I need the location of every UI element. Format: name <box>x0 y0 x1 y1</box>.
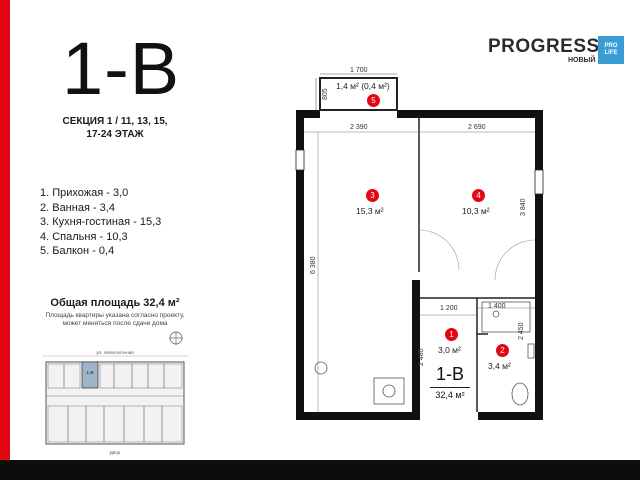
interior-walls <box>418 118 535 412</box>
room-badge-kitchen: 3 <box>366 189 379 202</box>
section-info: СЕКЦИЯ 1 / 11, 13, 15, 17-24 ЭТАЖ <box>40 115 190 141</box>
area-note-line: Площадь квартиры указана согласно проект… <box>45 312 185 319</box>
room-badge-bath: 2 <box>496 344 509 357</box>
room-list-item: 5. Балкон - 0,4 <box>40 245 115 257</box>
brand-name: PROGRESS <box>488 36 600 57</box>
area-note: Площадь квартиры указана согласно проект… <box>30 312 200 328</box>
dim-bedroom-depth: 3 840 <box>520 198 527 216</box>
room-list-item: 3. Кухня-гостиная - 15,3 <box>40 216 162 228</box>
windows <box>295 149 544 195</box>
dim-bath-depth: 2 450 <box>518 322 525 340</box>
plan-unit-code: 1-В <box>435 364 464 384</box>
dim-bath-width: 1 400 <box>488 303 506 310</box>
total-area: Общая площадь 32,4 м² <box>50 297 180 309</box>
dim-hall-depth: 2 480 <box>418 348 425 366</box>
room-area-hall: 3,0 м² <box>438 345 461 355</box>
room-list: 1. Прихожая - 3,0 2. Ванная - 3,4 3. Кух… <box>40 186 161 259</box>
room-badge-balcony: 5 <box>367 94 380 107</box>
compass-icon <box>169 331 183 345</box>
room-area-balcony: 1,4 м² (0,4 м²) <box>336 81 390 91</box>
dim-balcony-depth: 805 <box>322 88 329 100</box>
brand-badge-top: PRO <box>604 43 618 50</box>
room-area-bedroom: 10,3 м² <box>462 206 490 216</box>
column-icon <box>314 361 328 375</box>
dim-total-depth: 6 380 <box>310 256 317 274</box>
dim-bedroom-width: 2 690 <box>468 124 486 131</box>
plan-divider <box>430 387 470 388</box>
room-list-item: 1. Прихожая - 3,0 <box>40 187 129 199</box>
bath-fixtures <box>481 301 535 406</box>
key-unit-highlight <box>81 361 99 389</box>
brand-subtitle: НОВЫЙ <box>568 57 596 64</box>
kitchen-stove <box>373 377 405 405</box>
dim-balcony-width: 1 700 <box>350 67 368 74</box>
exterior-walls <box>296 110 543 420</box>
room-badge-hall: 1 <box>445 328 458 341</box>
footer-bar <box>0 460 640 480</box>
room-badge-bedroom: 4 <box>472 189 485 202</box>
accent-bar <box>0 0 10 460</box>
section-line-2: 17-24 ЭТАЖ <box>86 129 144 140</box>
plan-unit-area: 32,4 м² <box>435 390 465 400</box>
key-yard-label: Двор <box>110 450 121 455</box>
key-floor-plan: ул. Новоселочная 1-В Двор <box>42 331 188 455</box>
key-unit-marker: 1-В <box>86 370 93 375</box>
dim-hall-width: 1 200 <box>440 305 458 312</box>
area-note-line: может меняться после сдачи дома <box>62 320 168 327</box>
unit-title: 1-В <box>62 27 181 110</box>
section-line-1: СЕКЦИЯ 1 / 11, 13, 15, <box>62 116 168 127</box>
room-list-item: 4. Спальня - 10,3 <box>40 230 128 243</box>
dimension-lines <box>304 131 535 412</box>
room-list-item: 2. Ванная - 3,4 <box>40 201 115 214</box>
room-area-bath: 3,4 м² <box>488 361 511 371</box>
dim-kitchen-width: 2 390 <box>350 124 368 131</box>
room-area-kitchen: 15,3 м² <box>356 206 384 216</box>
balcony-outline <box>319 77 398 111</box>
brand-logo-badge: PRO LIFE <box>598 36 624 64</box>
apartment-plan <box>295 73 544 420</box>
key-street-label: ул. Новоселочная <box>96 350 134 355</box>
brand-badge-bottom: LIFE <box>604 50 618 56</box>
